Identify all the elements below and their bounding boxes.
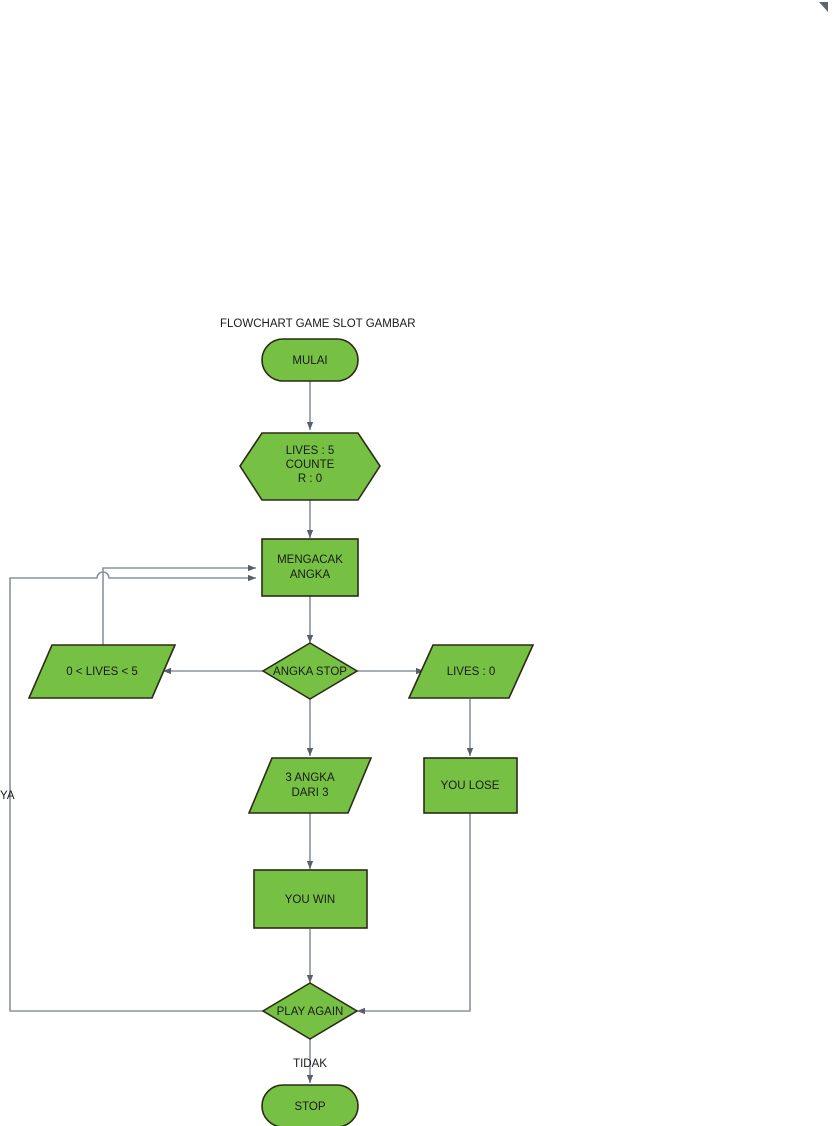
angkastop-label: ANGKA STOP bbox=[273, 666, 347, 678]
stop-shape[interactable] bbox=[261, 1084, 359, 1126]
youwin-label: YOU WIN bbox=[285, 894, 335, 906]
node-init[interactable]: LIVES : 5 COUNTE R : 0 bbox=[239, 432, 381, 501]
init-shape[interactable] bbox=[239, 432, 381, 501]
angkastop-shape[interactable] bbox=[261, 642, 359, 700]
init-label-line1: LIVES : 5 bbox=[286, 445, 335, 457]
diagram-title: FLOWCHART GAME SLOT GAMBAR bbox=[220, 318, 416, 330]
liveszero-shape[interactable] bbox=[407, 644, 535, 699]
node-playagain[interactable]: PLAY AGAIN bbox=[261, 982, 359, 1040]
node-youwin[interactable]: YOU WIN bbox=[253, 869, 368, 929]
playagain-shape[interactable] bbox=[261, 982, 359, 1040]
tigaangka-label-line1: 3 ANGKA bbox=[285, 772, 335, 784]
connectors bbox=[9, 381, 474, 1083]
init-label-line2: COUNTE bbox=[286, 459, 335, 471]
liveszero-label: LIVES : 0 bbox=[447, 666, 496, 678]
node-tigaangka[interactable]: 3 ANGKA DARI 3 bbox=[247, 757, 373, 814]
mengacak-label-line2: ANGKA bbox=[290, 569, 331, 581]
mengacak-label-line1: MENGACAK bbox=[277, 554, 343, 566]
youlose-shape[interactable] bbox=[423, 757, 518, 814]
node-stop[interactable]: STOP bbox=[261, 1084, 359, 1126]
edge-playagain-ya-to-mengacak bbox=[9, 571, 263, 1012]
edge-label-tidak: TIDAK bbox=[293, 1058, 327, 1070]
edge-livesrange-to-mengacak bbox=[102, 564, 256, 645]
node-mulai[interactable]: MULAI bbox=[261, 338, 359, 382]
livesrange-shape[interactable] bbox=[27, 644, 177, 699]
livesrange-label: 0 < LIVES < 5 bbox=[66, 666, 138, 678]
mengacak-shape[interactable] bbox=[261, 538, 359, 597]
node-mengacak[interactable]: MENGACAK ANGKA bbox=[261, 538, 359, 597]
mulai-shape[interactable] bbox=[261, 338, 359, 382]
node-youlose[interactable]: YOU LOSE bbox=[423, 757, 518, 814]
edge-youlose-to-playagain bbox=[357, 813, 471, 1015]
corner-artifact-icon bbox=[819, 2, 828, 12]
tigaangka-label-line2: DARI 3 bbox=[291, 787, 328, 799]
node-livesrange[interactable]: 0 < LIVES < 5 bbox=[27, 644, 177, 699]
node-liveszero[interactable]: LIVES : 0 bbox=[407, 644, 535, 699]
mulai-label: MULAI bbox=[292, 355, 327, 367]
node-angkastop[interactable]: ANGKA STOP bbox=[261, 642, 359, 700]
init-label-line3: R : 0 bbox=[298, 473, 322, 485]
youwin-shape[interactable] bbox=[253, 869, 368, 929]
youlose-label: YOU LOSE bbox=[441, 780, 500, 792]
playagain-label: PLAY AGAIN bbox=[277, 1006, 344, 1018]
stop-label: STOP bbox=[294, 1101, 325, 1113]
tigaangka-shape[interactable] bbox=[247, 757, 373, 814]
edge-label-ya: YA bbox=[0, 790, 15, 802]
